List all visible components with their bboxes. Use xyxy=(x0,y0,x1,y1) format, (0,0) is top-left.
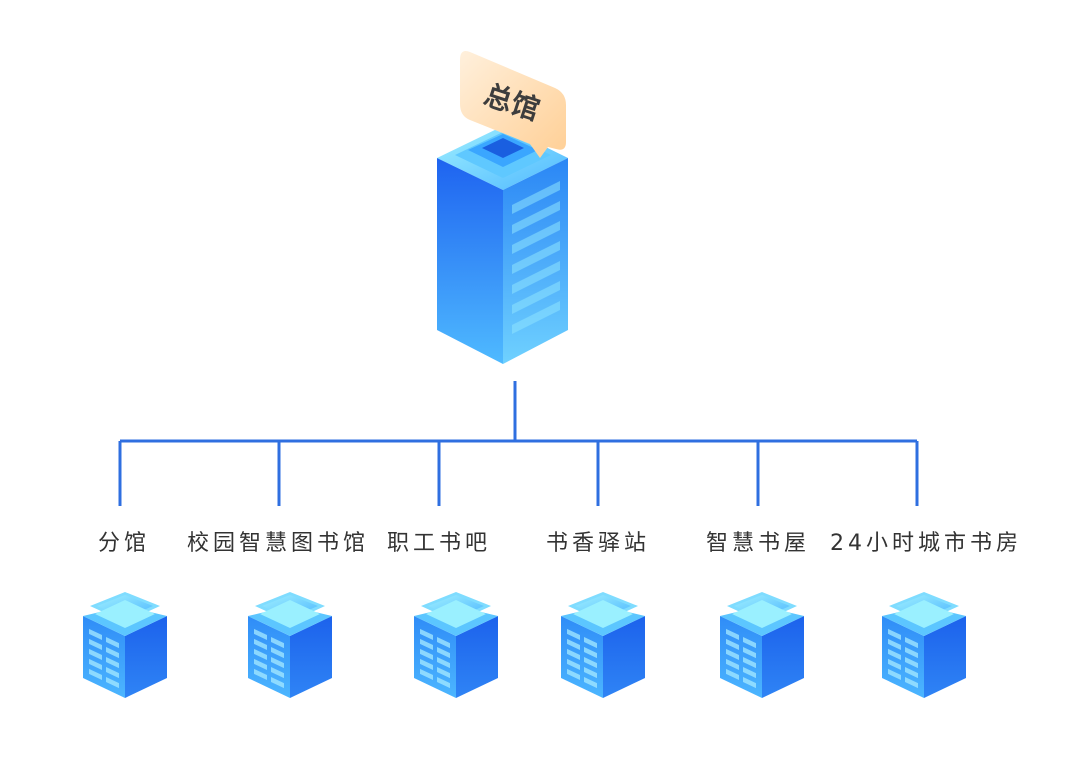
small-building-icon xyxy=(561,592,645,698)
branch-buildings xyxy=(83,592,966,698)
small-building-icon xyxy=(720,592,804,698)
branch-label: 校园智慧图书馆 xyxy=(186,531,370,556)
tall-building-icon xyxy=(437,126,568,364)
branch-label: 智慧书屋 xyxy=(705,531,811,556)
speech-bubble-icon: 总馆 xyxy=(460,51,566,158)
small-building-icon xyxy=(414,592,498,698)
small-building-icon xyxy=(83,592,167,698)
branch-label: 职工书吧 xyxy=(386,531,492,556)
connector-lines xyxy=(118,381,919,506)
branch-label: 书香驿站 xyxy=(545,531,651,556)
branch-label: 分馆 xyxy=(97,531,151,556)
root-node: 总馆 xyxy=(437,51,568,364)
small-building-icon xyxy=(248,592,332,698)
branch-label: 24小时城市书房 xyxy=(830,531,1022,556)
small-building-icon xyxy=(882,592,966,698)
